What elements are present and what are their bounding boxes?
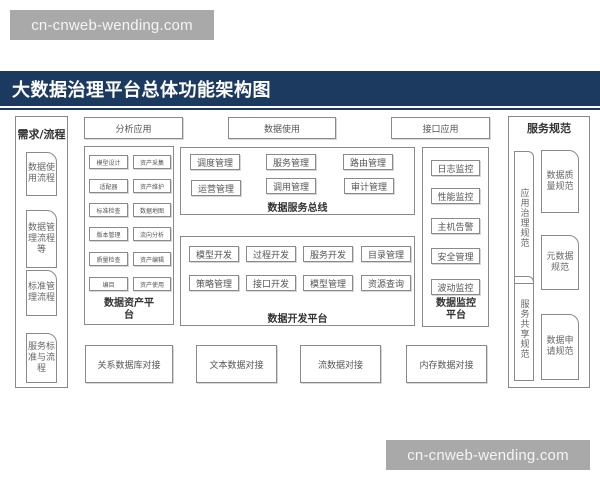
- spec-data-application: 数据申请规范: [541, 314, 579, 380]
- monitor-item: 性能监控: [431, 188, 480, 204]
- dev-platform-title: 数据开发平台: [267, 313, 328, 325]
- asset-item: 标准检查: [89, 203, 128, 217]
- connector-stream-data: 流数据对接: [300, 345, 381, 383]
- process-standard-management: 标准管理流程: [26, 270, 57, 316]
- app-analysis: 分析应用: [84, 117, 183, 139]
- monitor-item: 主机告警: [431, 218, 480, 234]
- asset-item: 编目: [89, 277, 128, 291]
- spec-metadata: 元数据规范: [541, 235, 579, 290]
- dev-item: 策略管理: [189, 275, 239, 291]
- monitor-item: 日志监控: [431, 160, 480, 176]
- bus-item: 路由管理: [343, 154, 393, 170]
- dev-item: 资源查询: [361, 275, 411, 291]
- diagram-title: 大数据治理平台总体功能架构图: [0, 71, 600, 106]
- watermark-bottom: cn-cnweb-wending.com: [386, 440, 590, 470]
- app-data-usage: 数据使用: [228, 117, 336, 139]
- watermark-top: cn-cnweb-wending.com: [10, 10, 214, 40]
- process-data-management: 数据管理流程等: [26, 210, 57, 268]
- bus-item: 服务管理: [266, 154, 316, 170]
- process-data-usage: 数据使用流程: [26, 152, 57, 196]
- asset-item: 资产采集: [133, 155, 171, 169]
- bus-item: 调用管理: [266, 178, 316, 194]
- dev-item: 模型管理: [303, 275, 353, 291]
- dev-item: 过程开发: [246, 246, 296, 262]
- dev-item: 接口开发: [246, 275, 296, 291]
- asset-item: 资产编辑: [133, 252, 171, 266]
- spec-service-sharing: 服务共享规范: [514, 276, 534, 381]
- monitor-item: 波动监控: [431, 279, 480, 295]
- asset-item: 版本管理: [89, 227, 128, 241]
- dev-item: 服务开发: [303, 246, 353, 262]
- asset-item: 模型设计: [89, 155, 128, 169]
- asset-platform-title: 数据资产平台: [104, 298, 154, 321]
- spec-data-quality: 数据质量规范: [541, 150, 579, 213]
- connector-relational-db: 关系数据库对接: [85, 345, 173, 383]
- title-divider: [0, 108, 600, 110]
- monitor-platform-title: 数据监控平台: [436, 298, 476, 321]
- requirements-heading: 需求/流程: [17, 127, 66, 141]
- asset-item: 资产维护: [133, 179, 171, 193]
- bus-item: 运营管理: [191, 180, 241, 196]
- bus-item: 审计管理: [344, 178, 394, 194]
- connector-memory-data: 内存数据对接: [406, 345, 487, 383]
- dev-item: 模型开发: [189, 246, 239, 262]
- asset-item: 资产使用: [133, 277, 171, 291]
- spec-app-governance: 应用治理规范: [514, 151, 534, 284]
- bus-item: 调度管理: [190, 154, 240, 170]
- service-bus-title: 数据服务总线: [267, 202, 328, 214]
- asset-item: 适配器: [89, 179, 128, 193]
- monitor-item: 安全管理: [431, 248, 480, 264]
- dev-item: 目录管理: [361, 246, 411, 262]
- asset-item: 质量检查: [89, 252, 128, 266]
- app-interface: 接口应用: [391, 117, 490, 139]
- asset-item: 流向分析: [133, 227, 171, 241]
- asset-item: 数据地图: [133, 203, 171, 217]
- connector-text-data: 文本数据对接: [196, 345, 277, 383]
- service-spec-heading: 服务规范: [527, 122, 571, 135]
- monitor-platform-panel: [422, 147, 489, 327]
- process-service-standard: 服务标准与流程: [26, 333, 57, 383]
